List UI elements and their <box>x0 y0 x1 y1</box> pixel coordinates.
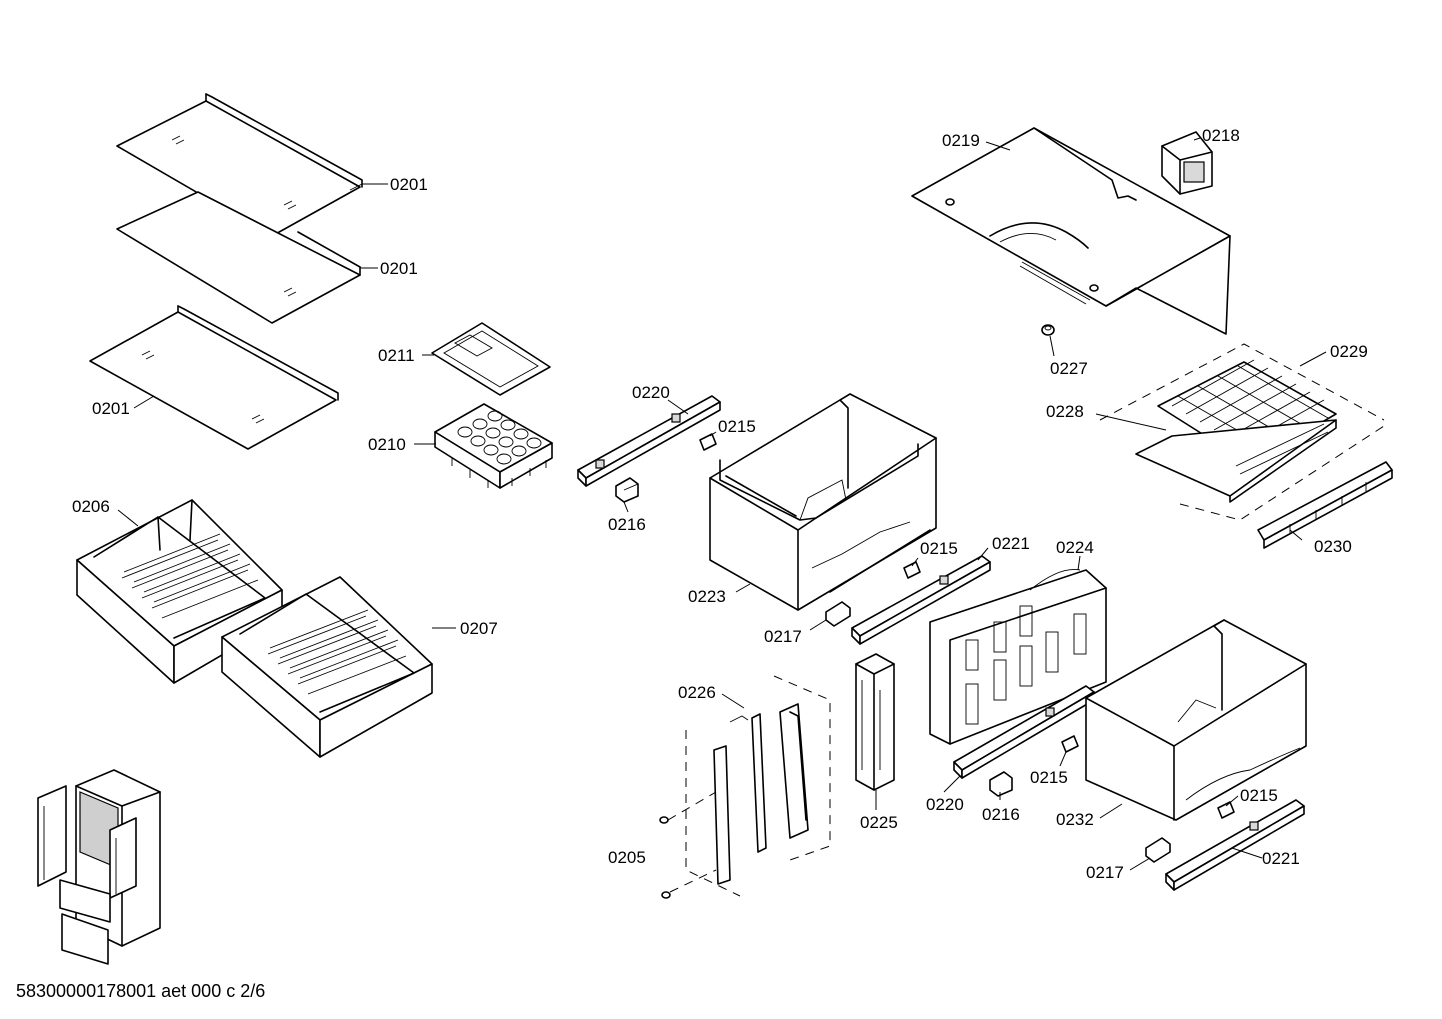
label-0205: 0205 <box>608 848 646 867</box>
clip-0215-lower[interactable] <box>1061 735 1079 753</box>
clip-0215-lower-right[interactable] <box>1217 801 1235 819</box>
document-footer-code: 58300000178001 aet 000 c 2/6 <box>16 981 265 1001</box>
label-0221-lower: 0221 <box>1262 849 1300 868</box>
label-0224: 0224 <box>1056 538 1094 557</box>
label-0220-upper: 0220 <box>632 383 670 402</box>
egg-tray-0210[interactable] <box>434 403 553 489</box>
tray-lid-0211[interactable] <box>431 322 551 396</box>
label-0219: 0219 <box>942 131 980 150</box>
light-assembly-0226[interactable] <box>685 675 831 897</box>
label-0220-lower: 0220 <box>926 795 964 814</box>
glass-shelf-middle[interactable] <box>116 191 361 324</box>
cap-0205-lower[interactable] <box>661 869 717 899</box>
slide-rail-0220-upper[interactable] <box>577 395 721 487</box>
clip-0216-lower[interactable] <box>989 771 1013 797</box>
label-0210: 0210 <box>368 435 406 454</box>
label-0215-middle: 0215 <box>920 539 958 558</box>
label-0232: 0232 <box>1056 810 1094 829</box>
label-0201-a: 0201 <box>390 175 428 194</box>
freezer-drawer-0232[interactable] <box>1085 619 1307 821</box>
clip-0217-lower[interactable] <box>1145 837 1171 863</box>
cover-0219[interactable] <box>911 127 1231 335</box>
fridge-overview-thumbnail <box>37 769 161 965</box>
label-0218: 0218 <box>1202 126 1240 145</box>
divider-panel-0224[interactable] <box>929 568 1107 745</box>
clip-0217-upper[interactable] <box>825 601 851 627</box>
label-0226: 0226 <box>678 683 716 702</box>
label-0229: 0229 <box>1330 342 1368 361</box>
label-0215-upper: 0215 <box>718 417 756 436</box>
slide-rail-0221-lower[interactable] <box>1165 799 1305 891</box>
label-0225: 0225 <box>860 813 898 832</box>
label-0207: 0207 <box>460 619 498 638</box>
label-0215-lower: 0215 <box>1030 768 1068 787</box>
clip-0215-upper[interactable] <box>699 433 717 451</box>
leader-lines <box>117 137 1327 871</box>
slide-rail-0221-middle[interactable] <box>851 555 991 645</box>
fan-unit-0218[interactable] <box>1161 131 1213 195</box>
label-0216-upper: 0216 <box>608 515 646 534</box>
part-labels: 0201 0201 0201 0206 0207 0211 0210 0220 … <box>72 126 1368 882</box>
label-0201-b: 0201 <box>380 259 418 278</box>
label-0206: 0206 <box>72 497 110 516</box>
slide-rail-0220-lower[interactable] <box>953 685 1095 779</box>
label-0228: 0228 <box>1046 402 1084 421</box>
label-0215-lower-right: 0215 <box>1240 786 1278 805</box>
freezer-drawer-0223[interactable] <box>709 393 937 611</box>
plug-0227[interactable] <box>1041 324 1055 336</box>
cap-0205-upper[interactable] <box>659 791 717 824</box>
label-0223: 0223 <box>688 587 726 606</box>
clip-0215-middle[interactable] <box>903 561 921 579</box>
label-0211: 0211 <box>378 346 415 365</box>
clip-0216-upper[interactable] <box>615 477 639 503</box>
label-0227: 0227 <box>1050 359 1088 378</box>
label-0217-upper: 0217 <box>764 627 802 646</box>
column-0225[interactable] <box>855 653 895 791</box>
crisper-drawer-0207[interactable] <box>221 576 433 758</box>
label-0221-upper: 0221 <box>992 534 1030 553</box>
glass-shelf-bottom[interactable] <box>89 305 339 450</box>
rail-0230[interactable] <box>1257 461 1393 549</box>
label-0201-c: 0201 <box>92 399 130 418</box>
label-0230: 0230 <box>1314 537 1352 556</box>
label-0216-lower: 0216 <box>982 805 1020 824</box>
panel-0228[interactable] <box>1135 419 1337 503</box>
label-0217-lower: 0217 <box>1086 863 1124 882</box>
